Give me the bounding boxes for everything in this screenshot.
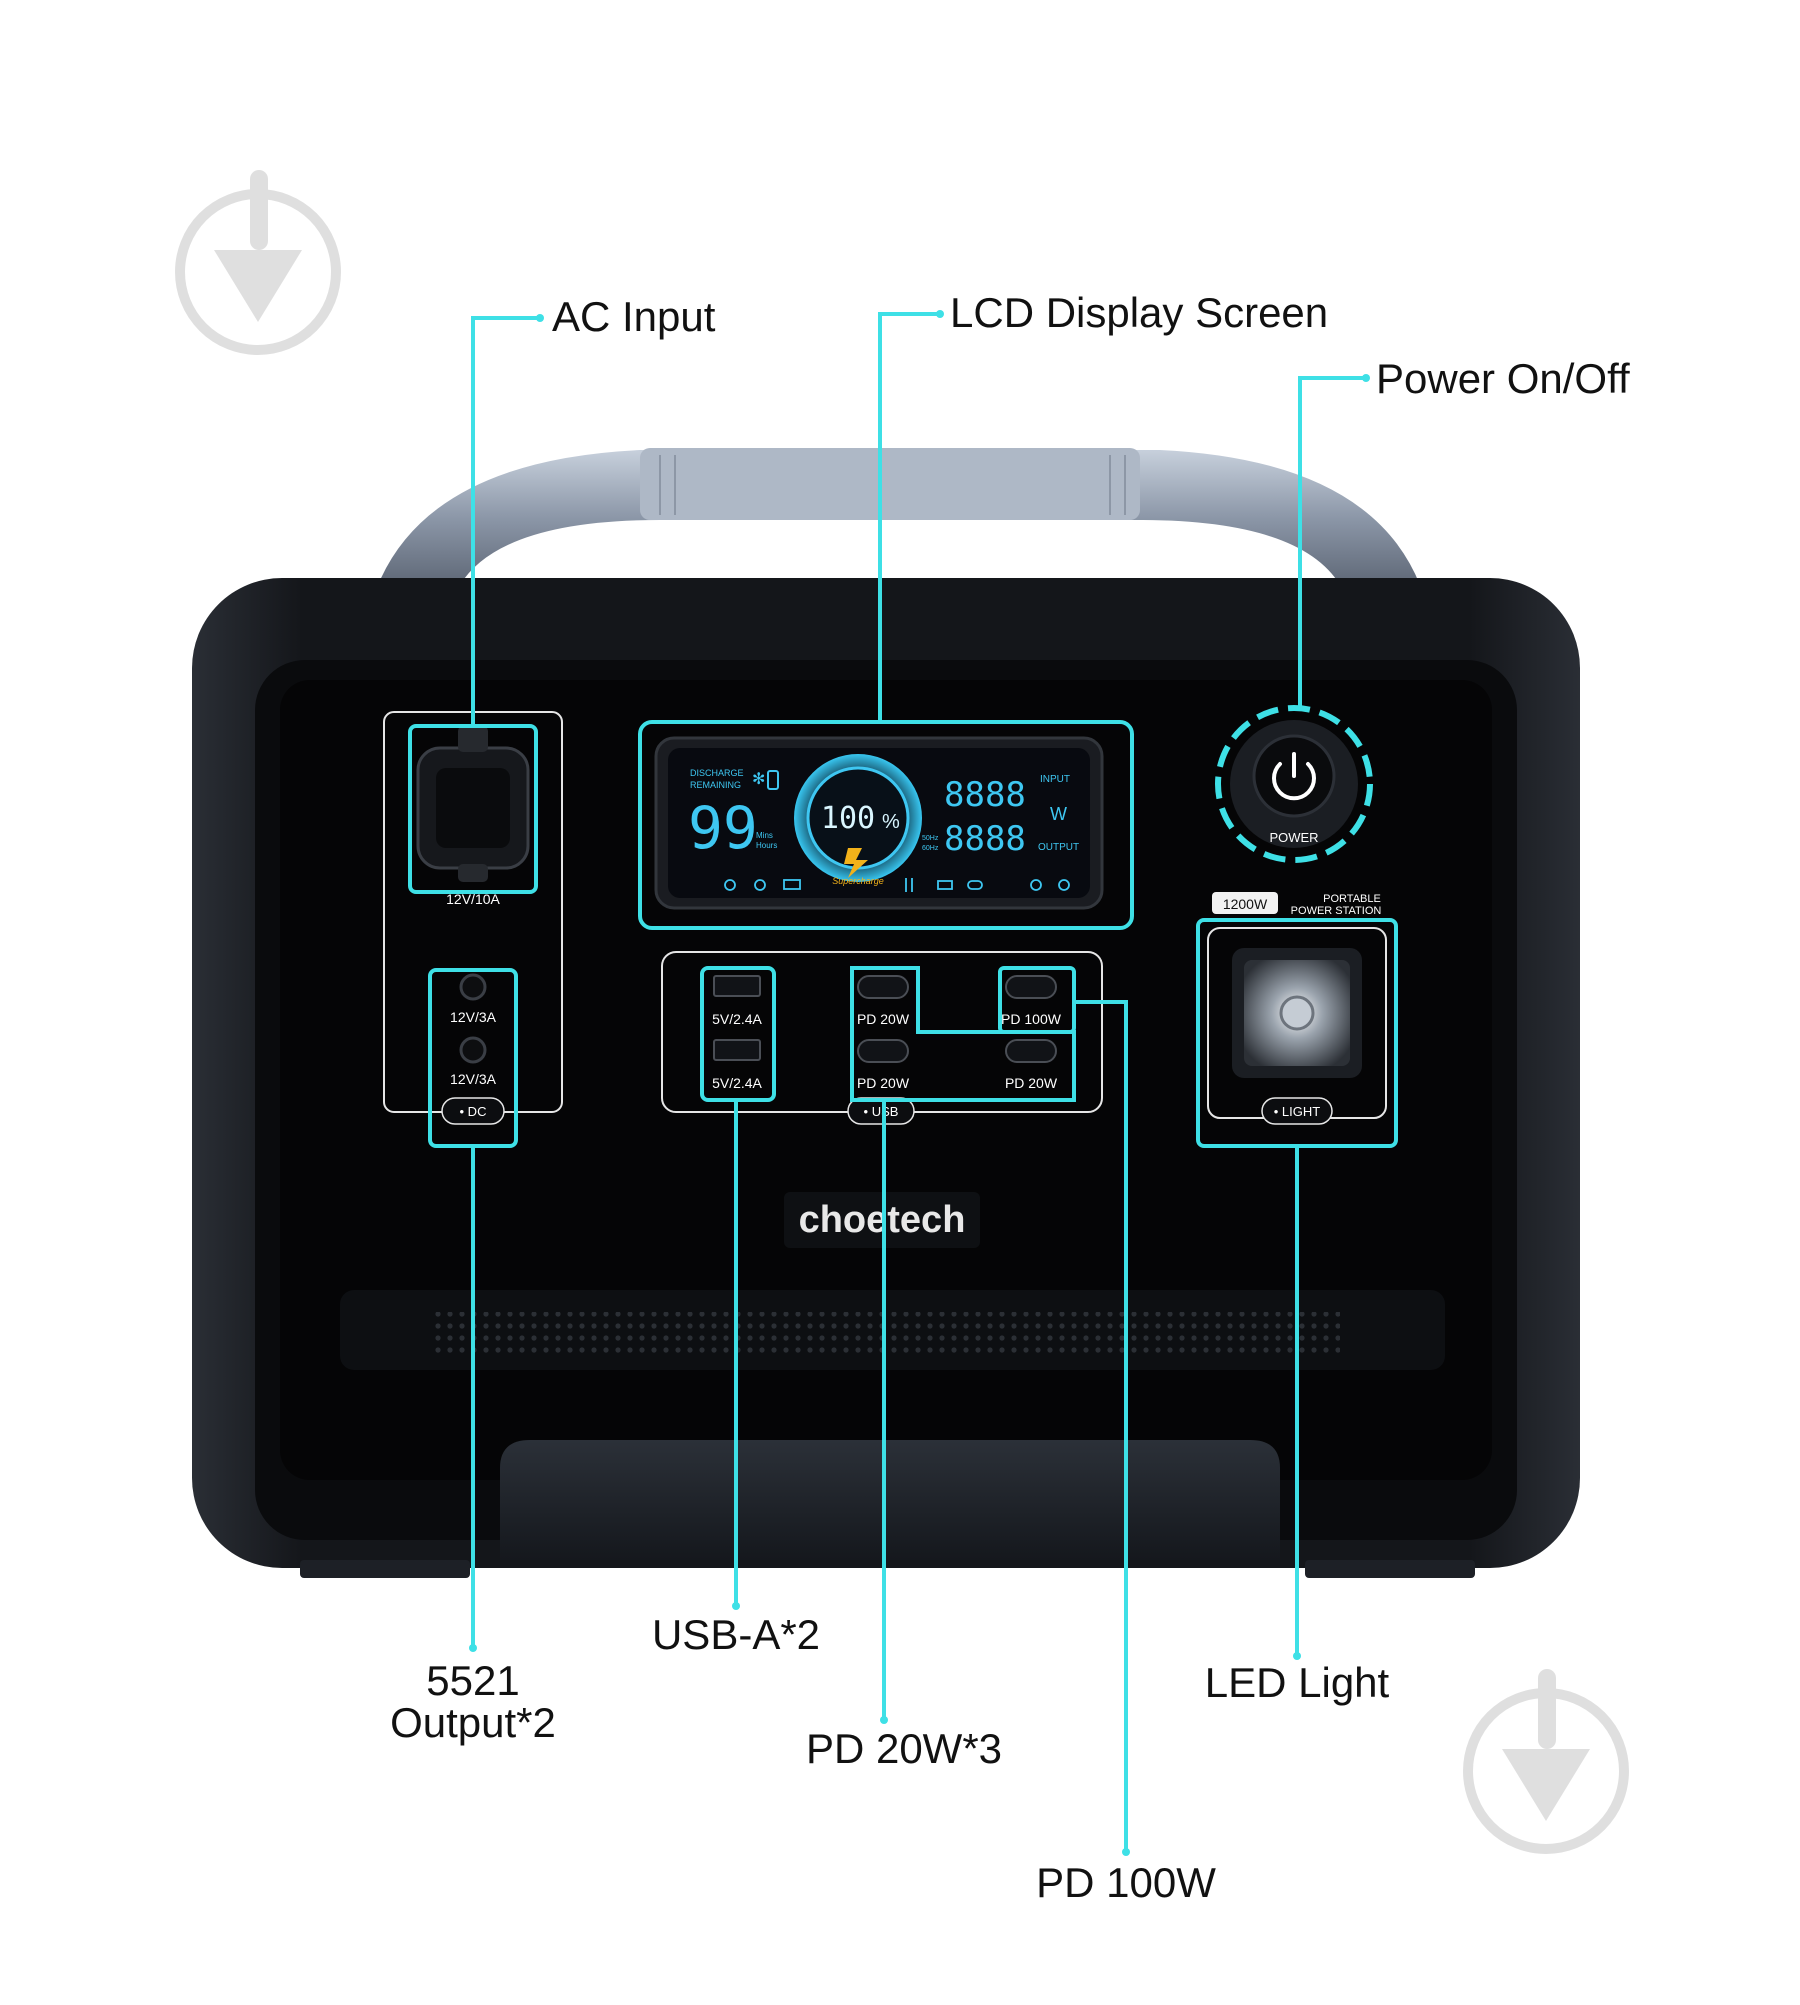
svg-text:REMAINING: REMAINING	[690, 780, 741, 790]
svg-text:PORTABLE: PORTABLE	[1323, 893, 1381, 905]
usb-a-port-1[interactable]	[713, 975, 761, 997]
power-button[interactable]	[1252, 734, 1336, 818]
callout-pd20: PD 20W*3	[805, 1725, 1003, 1772]
svg-text:W: W	[1050, 804, 1067, 824]
callout-usb-a: USB-A*2	[651, 1611, 821, 1658]
dc-button[interactable]: • DC	[441, 1097, 505, 1125]
svg-text:INPUT: INPUT	[1040, 774, 1070, 785]
timer-icon	[754, 879, 766, 891]
usb-a-2-label: 5V/2.4A	[712, 1075, 762, 1091]
usb-c-port-pd20-2[interactable]	[857, 1039, 909, 1063]
svg-text:• DC: • DC	[460, 1104, 487, 1119]
svg-text:%: %	[882, 811, 900, 833]
pd20-1-label: PD 20W	[857, 1011, 910, 1027]
svg-text:DISCHARGE: DISCHARGE	[690, 768, 744, 778]
callout-dc-output: 5521 Output*2	[373, 1660, 573, 1744]
svg-text:8888: 8888	[944, 819, 1026, 859]
watermark-drop-icon	[175, 170, 341, 355]
svg-text:100: 100	[821, 801, 875, 836]
dc-port-1[interactable]	[459, 973, 487, 1001]
ac-input-socket[interactable]	[416, 726, 530, 882]
svg-text:1200W: 1200W	[1223, 896, 1268, 912]
dc-port-2[interactable]	[459, 1036, 487, 1064]
pd20-3-label: PD 20W	[1005, 1075, 1058, 1091]
usb-c-port-pd20-3[interactable]	[1005, 1039, 1057, 1063]
svg-text:8888: 8888	[944, 775, 1026, 815]
callout-leader-lines	[471, 312, 1366, 1852]
eco-icon	[724, 879, 736, 891]
callout-dc-output-line2: Output*2	[390, 1699, 556, 1746]
light-button[interactable]: • LIGHT	[1261, 1097, 1333, 1125]
lcd-status-icons	[724, 878, 1070, 892]
callout-pd100: PD 100W	[1036, 1859, 1216, 1906]
fan-icon: ✻	[752, 771, 765, 788]
carry-handle	[378, 448, 1420, 585]
lcd-display: DISCHARGE REMAINING ✻ 99 Mins Hours 100 …	[654, 736, 1104, 910]
usb-c-icon	[967, 880, 983, 890]
usb-a-port-2[interactable]	[713, 1039, 761, 1061]
svg-text:99: 99	[688, 794, 758, 862]
leader-line-dots	[469, 310, 1370, 1856]
usb-c-port-pd20-1[interactable]	[857, 975, 909, 999]
usb-c-port-pd100[interactable]	[1005, 975, 1057, 999]
svg-text:POWER STATION: POWER STATION	[1291, 905, 1382, 917]
capacity-badge: 1200W PORTABLE POWER STATION	[1212, 892, 1381, 917]
usb-button[interactable]: • USB	[847, 1097, 915, 1125]
svg-text:• USB: • USB	[864, 1104, 899, 1119]
svg-text:Supercharge: Supercharge	[832, 876, 884, 886]
svg-text:50Hz: 50Hz	[922, 835, 939, 842]
usb-a-icon	[937, 880, 953, 890]
watermark-drop-icon	[1463, 1669, 1629, 1854]
supercharge-bolt-icon	[844, 848, 868, 878]
ac-icon	[783, 879, 801, 890]
power-icon	[1272, 762, 1316, 801]
battery-icon	[767, 770, 779, 790]
led-light-panel: • LIGHT	[1207, 927, 1387, 1125]
svg-text:OUTPUT: OUTPUT	[1038, 842, 1079, 853]
svg-text:• LIGHT: • LIGHT	[1274, 1104, 1321, 1119]
callout-power-onoff: Power On/Off	[1376, 355, 1630, 402]
usb-a-1-label: 5V/2.4A	[712, 1011, 762, 1027]
svg-text:Hours: Hours	[756, 841, 777, 850]
svg-text:Mins: Mins	[756, 831, 773, 840]
led-lamp-icon	[1279, 995, 1315, 1031]
power-label: POWER	[1269, 830, 1318, 845]
settings-icon	[1030, 879, 1042, 891]
callout-ac-input: AC Input	[552, 293, 716, 340]
light-bulb-icon	[1058, 879, 1070, 891]
wave-icon	[905, 878, 913, 892]
callout-lcd-display: LCD Display Screen	[950, 289, 1329, 336]
ac-rating-label: 12V/10A	[446, 891, 500, 907]
pd100-label: PD 100W	[1001, 1011, 1062, 1027]
dc-port-2-label: 12V/3A	[450, 1071, 497, 1087]
dc-port-1-label: 12V/3A	[450, 1009, 497, 1025]
ac-panel: 12V/10A 12V/3A 12V/3A • DC	[383, 711, 563, 1125]
callout-led-light: LED Light	[1204, 1659, 1390, 1706]
pd20-2-label: PD 20W	[857, 1075, 910, 1091]
callout-dc-output-line1: 5521	[426, 1657, 520, 1704]
power-button-group: POWER	[1215, 705, 1373, 863]
svg-text:60Hz: 60Hz	[922, 845, 939, 852]
